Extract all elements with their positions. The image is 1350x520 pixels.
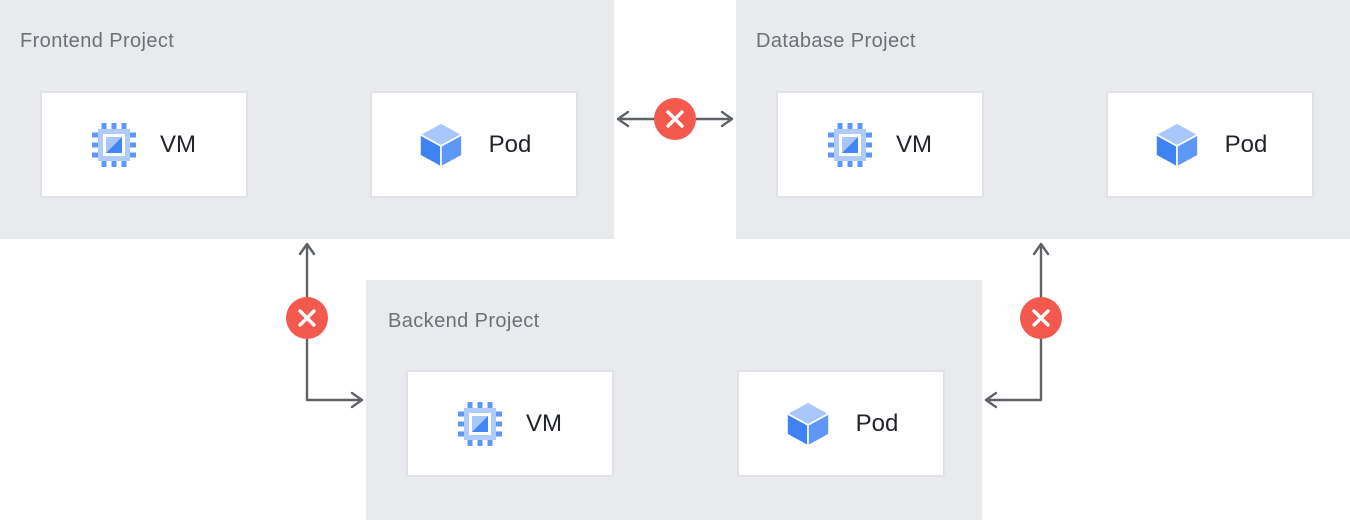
pod-label: Pod <box>1224 130 1268 158</box>
x-circle-icon <box>654 98 696 140</box>
database-project-panel: Database Project VM Pod <box>736 0 1350 239</box>
vm-chip-icon <box>92 122 136 167</box>
vm-chip-icon <box>458 401 502 446</box>
pod-cube-icon <box>785 400 830 447</box>
x-circle-icon <box>286 297 328 339</box>
pod-label: Pod <box>855 409 899 437</box>
database-vm-node: VM <box>776 91 984 198</box>
vm-label: VM <box>526 409 562 437</box>
backend-project-panel: Backend Project VM Pod <box>366 280 982 520</box>
database-pod-node: Pod <box>1106 91 1314 198</box>
panel-title: Database Project <box>756 30 916 52</box>
panel-title: Backend Project <box>388 310 540 332</box>
database-backend-connector <box>984 242 1062 409</box>
frontend-vm-node: VM <box>40 91 248 198</box>
x-circle-icon <box>1020 297 1062 339</box>
panel-title: Frontend Project <box>20 30 175 52</box>
frontend-database-connector <box>616 98 734 140</box>
pod-cube-icon <box>418 121 463 168</box>
backend-pod-node: Pod <box>737 370 945 477</box>
pod-cube-icon <box>1154 121 1199 168</box>
backend-vm-node: VM <box>406 370 614 477</box>
frontend-pod-node: Pod <box>370 91 578 198</box>
frontend-project-panel: Frontend Project VM Pod <box>0 0 614 239</box>
vm-chip-icon <box>828 122 872 167</box>
frontend-backend-connector <box>286 242 364 409</box>
pod-label: Pod <box>488 130 532 158</box>
vm-label: VM <box>160 130 196 158</box>
vm-label: VM <box>896 130 932 158</box>
